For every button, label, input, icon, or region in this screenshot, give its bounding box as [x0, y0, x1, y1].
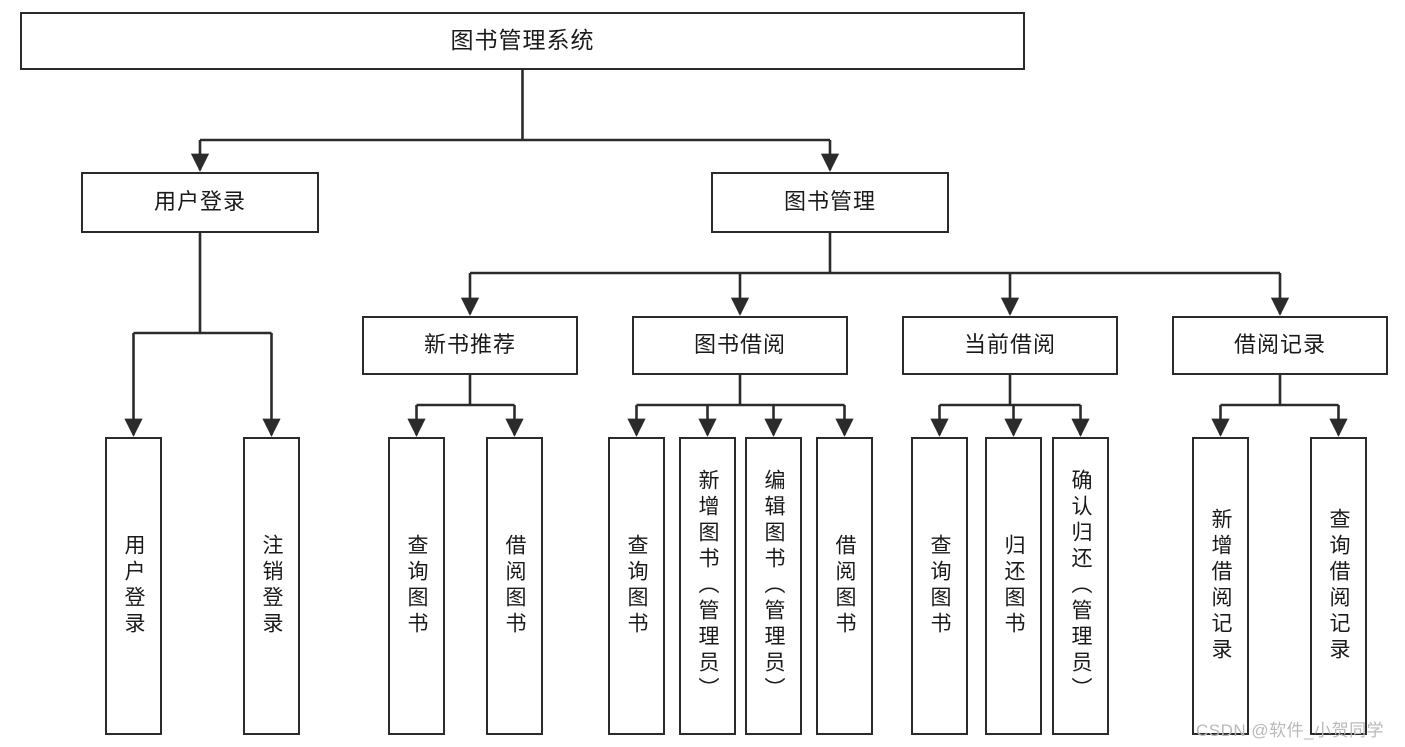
- node-book-borrow-label: 图书借阅: [693, 332, 786, 358]
- leaf-return-book[interactable]: 归还图书: [985, 437, 1042, 735]
- leaf-logout[interactable]: 注销登录: [243, 437, 300, 735]
- leaf-add-borrow-record-label: 新增借阅记录: [1209, 508, 1233, 664]
- node-borrow-record-label: 借阅记录: [1233, 332, 1326, 358]
- node-new-book-recommend-label: 新书推荐: [423, 332, 516, 358]
- leaf-borrow-book-1-label: 借阅图书: [503, 534, 527, 638]
- leaf-logout-label: 注销登录: [260, 534, 284, 638]
- leaf-confirm-return-label: 确认归还（管理员）: [1069, 469, 1093, 703]
- node-book-manage-label: 图书管理: [783, 189, 876, 215]
- leaf-query-book-2[interactable]: 查询图书: [608, 437, 665, 735]
- leaf-query-book-3-label: 查询图书: [928, 534, 952, 638]
- leaf-query-borrow-record-label: 查询借阅记录: [1327, 508, 1351, 664]
- node-current-borrow[interactable]: 当前借阅: [902, 316, 1118, 375]
- node-current-borrow-label: 当前借阅: [963, 332, 1056, 358]
- csdn-watermark: CSDN @软件_小贺同学: [1196, 721, 1385, 740]
- node-user-login[interactable]: 用户登录: [81, 172, 319, 233]
- leaf-edit-book-label: 编辑图书（管理员）: [762, 469, 786, 703]
- leaf-user-login-label: 用户登录: [122, 534, 146, 638]
- leaf-confirm-return[interactable]: 确认归还（管理员）: [1052, 437, 1109, 735]
- node-book-borrow[interactable]: 图书借阅: [632, 316, 848, 375]
- node-new-book-recommend[interactable]: 新书推荐: [362, 316, 578, 375]
- node-user-login-label: 用户登录: [153, 189, 246, 215]
- leaf-add-book-label: 新增图书（管理员）: [696, 469, 720, 703]
- leaf-edit-book[interactable]: 编辑图书（管理员）: [745, 437, 802, 735]
- node-borrow-record[interactable]: 借阅记录: [1172, 316, 1388, 375]
- leaf-query-book-3[interactable]: 查询图书: [911, 437, 968, 735]
- leaf-user-login[interactable]: 用户登录: [105, 437, 162, 735]
- node-book-manage[interactable]: 图书管理: [711, 172, 949, 233]
- leaf-borrow-book-2-label: 借阅图书: [833, 534, 857, 638]
- leaf-borrow-book-1[interactable]: 借阅图书: [486, 437, 543, 735]
- leaf-query-borrow-record[interactable]: 查询借阅记录: [1310, 437, 1367, 735]
- leaf-query-book-1[interactable]: 查询图书: [388, 437, 445, 735]
- leaf-borrow-book-2[interactable]: 借阅图书: [816, 437, 873, 735]
- node-root[interactable]: 图书管理系统: [20, 12, 1025, 70]
- leaf-add-borrow-record[interactable]: 新增借阅记录: [1192, 437, 1249, 735]
- leaf-return-book-label: 归还图书: [1002, 534, 1026, 638]
- node-root-label: 图书管理系统: [450, 27, 595, 54]
- leaf-add-book[interactable]: 新增图书（管理员）: [679, 437, 736, 735]
- leaf-query-book-2-label: 查询图书: [625, 534, 649, 638]
- leaf-query-book-1-label: 查询图书: [405, 534, 429, 638]
